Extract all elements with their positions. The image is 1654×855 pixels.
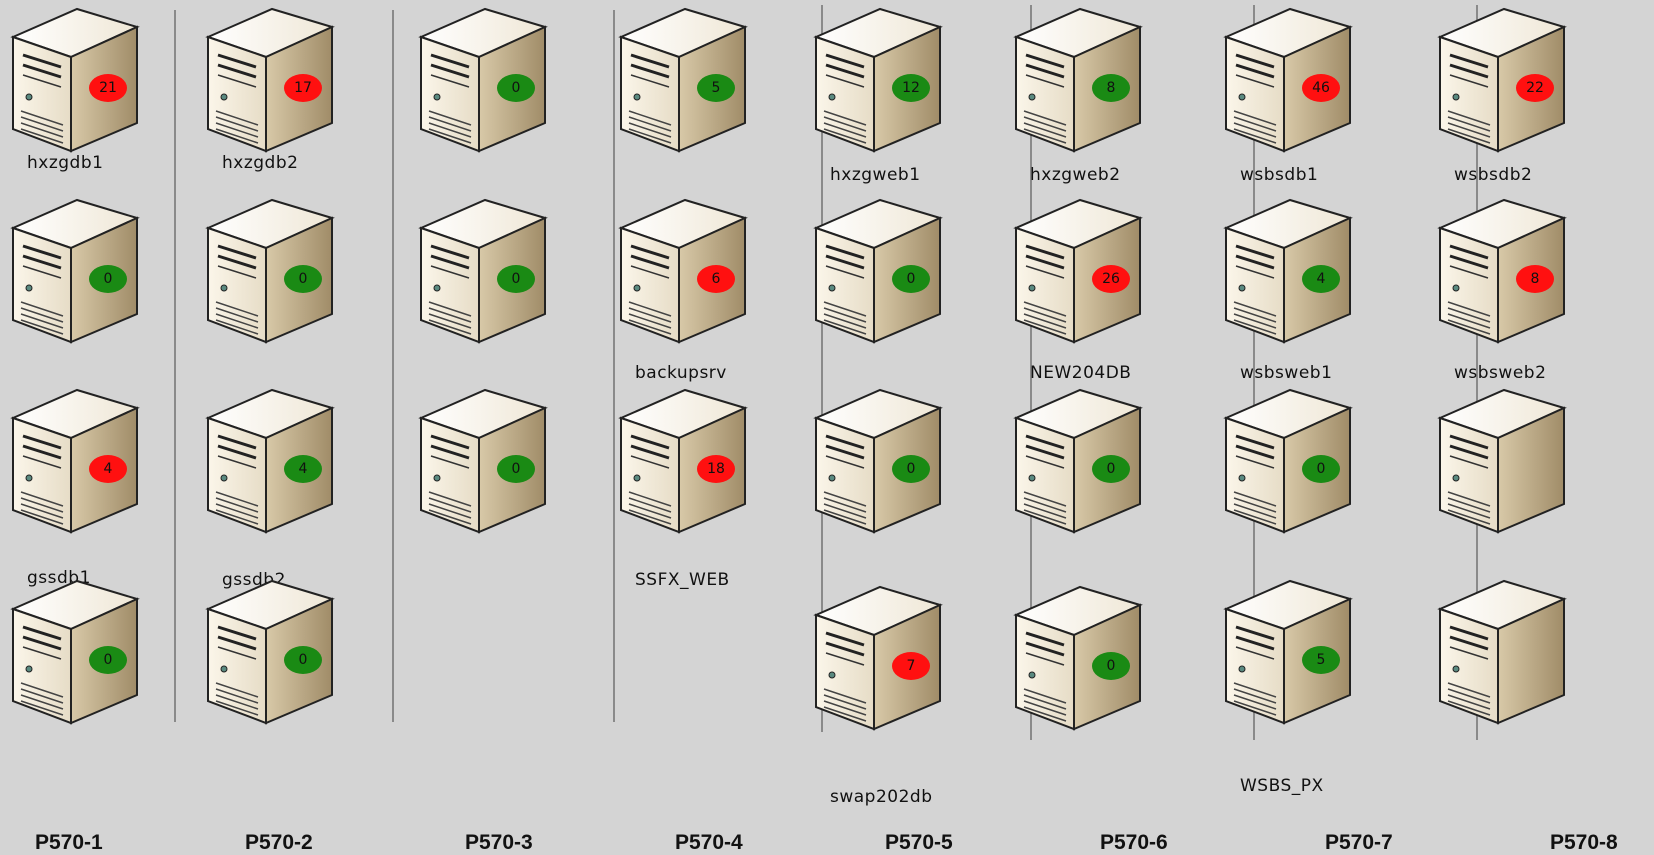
server-node[interactable]: 0 [413, 386, 553, 536]
server-label: hxzgdb2 [222, 153, 299, 173]
server-node[interactable]: 46 [1218, 5, 1358, 155]
server-tower-icon [1437, 198, 1567, 344]
server-node[interactable]: 0 [200, 196, 340, 346]
alert-count-badge: 18 [697, 455, 735, 483]
group-label: P570-1 [35, 831, 103, 854]
server-node[interactable]: 0 [413, 5, 553, 155]
group-divider [174, 10, 176, 722]
server-label: wsbsweb2 [1454, 363, 1547, 383]
server-node[interactable]: 6 [613, 196, 753, 346]
server-node[interactable]: 12 [808, 5, 948, 155]
server-node[interactable]: 8 [1432, 196, 1572, 346]
server-tower-icon [1437, 388, 1567, 534]
server-label: WSBS_PX [1240, 776, 1324, 796]
group-divider [613, 10, 615, 722]
group-divider [1476, 5, 1478, 740]
group-label: P570-7 [1325, 831, 1393, 854]
server-node[interactable]: 5 [613, 5, 753, 155]
alert-count-badge: 0 [284, 646, 322, 674]
server-tower-icon [813, 198, 943, 344]
alert-count-badge: 26 [1092, 265, 1130, 293]
server-tower-icon [10, 388, 140, 534]
alert-count-badge: 0 [1092, 455, 1130, 483]
alert-count-badge: 0 [497, 74, 535, 102]
alert-count-badge: 0 [497, 265, 535, 293]
server-label: hxzgdb1 [27, 153, 104, 173]
server-node[interactable]: 4 [1218, 196, 1358, 346]
alert-count-badge: 8 [1092, 74, 1130, 102]
server-label: wsbsweb1 [1240, 363, 1333, 383]
server-label: hxzgweb2 [1030, 165, 1121, 185]
server-tower-icon [1223, 198, 1353, 344]
server-tower-icon [418, 7, 548, 153]
server-node[interactable]: 8 [1008, 5, 1148, 155]
server-label: SSFX_WEB [635, 570, 730, 590]
group-divider [1030, 5, 1032, 740]
alert-count-badge: 7 [892, 652, 930, 680]
server-tower-icon [205, 198, 335, 344]
server-node[interactable]: 0 [1008, 386, 1148, 536]
server-node[interactable]: 0 [808, 386, 948, 536]
server-label: wsbsdb1 [1240, 165, 1319, 185]
server-label: NEW204DB [1030, 363, 1132, 383]
alert-count-badge: 4 [89, 455, 127, 483]
server-node[interactable]: 18 [613, 386, 753, 536]
alert-count-badge: 5 [697, 74, 735, 102]
server-node[interactable]: 0 [808, 196, 948, 346]
alert-count-badge: 4 [1302, 265, 1340, 293]
alert-count-badge: 0 [892, 455, 930, 483]
server-node[interactable]: 0 [5, 196, 145, 346]
server-node[interactable]: 22 [1432, 5, 1572, 155]
server-tower-icon [618, 7, 748, 153]
alert-count-badge: 0 [89, 265, 127, 293]
server-tower-icon [618, 388, 748, 534]
server-label: backupsrv [635, 363, 727, 383]
alert-count-badge: 21 [89, 74, 127, 102]
alert-count-badge: 0 [892, 265, 930, 293]
group-label: P570-5 [885, 831, 953, 854]
group-label: P570-6 [1100, 831, 1168, 854]
alert-count-badge: 0 [1092, 652, 1130, 680]
group-divider [392, 10, 394, 722]
group-label: P570-4 [675, 831, 743, 854]
server-tower-icon [1437, 579, 1567, 725]
server-node[interactable]: 5 [1218, 577, 1358, 727]
server-node[interactable]: 0 [200, 577, 340, 727]
alert-count-badge: 5 [1302, 646, 1340, 674]
server-node[interactable]: 4 [200, 386, 340, 536]
server-node[interactable]: 21 [5, 5, 145, 155]
group-divider [821, 5, 823, 732]
server-node[interactable]: 7 [808, 583, 948, 733]
alert-count-badge: 4 [284, 455, 322, 483]
alert-count-badge: 8 [1516, 265, 1554, 293]
alert-count-badge: 12 [892, 74, 930, 102]
server-node[interactable]: 0 [1218, 386, 1358, 536]
alert-count-badge: 0 [1302, 455, 1340, 483]
alert-count-badge: 6 [697, 265, 735, 293]
server-node[interactable]: 0 [413, 196, 553, 346]
group-divider [1253, 5, 1255, 740]
alert-count-badge: 0 [284, 265, 322, 293]
server-node[interactable]: 0 [1008, 583, 1148, 733]
group-label: P570-8 [1550, 831, 1618, 854]
server-label: hxzgweb1 [830, 165, 921, 185]
alert-count-badge: 0 [89, 646, 127, 674]
server-node[interactable]: 26 [1008, 196, 1148, 346]
alert-count-badge: 46 [1302, 74, 1340, 102]
server-label: wsbsdb2 [1454, 165, 1533, 185]
server-node[interactable]: 17 [200, 5, 340, 155]
server-node[interactable] [1432, 577, 1572, 727]
server-node[interactable]: 4 [5, 386, 145, 536]
alert-count-badge: 22 [1516, 74, 1554, 102]
server-tower-icon [1013, 7, 1143, 153]
group-label: P570-3 [465, 831, 533, 854]
server-node[interactable]: 0 [5, 577, 145, 727]
alert-count-badge: 0 [497, 455, 535, 483]
group-label: P570-2 [245, 831, 313, 854]
server-label: swap202db [830, 787, 933, 807]
server-node[interactable] [1432, 386, 1572, 536]
alert-count-badge: 17 [284, 74, 322, 102]
